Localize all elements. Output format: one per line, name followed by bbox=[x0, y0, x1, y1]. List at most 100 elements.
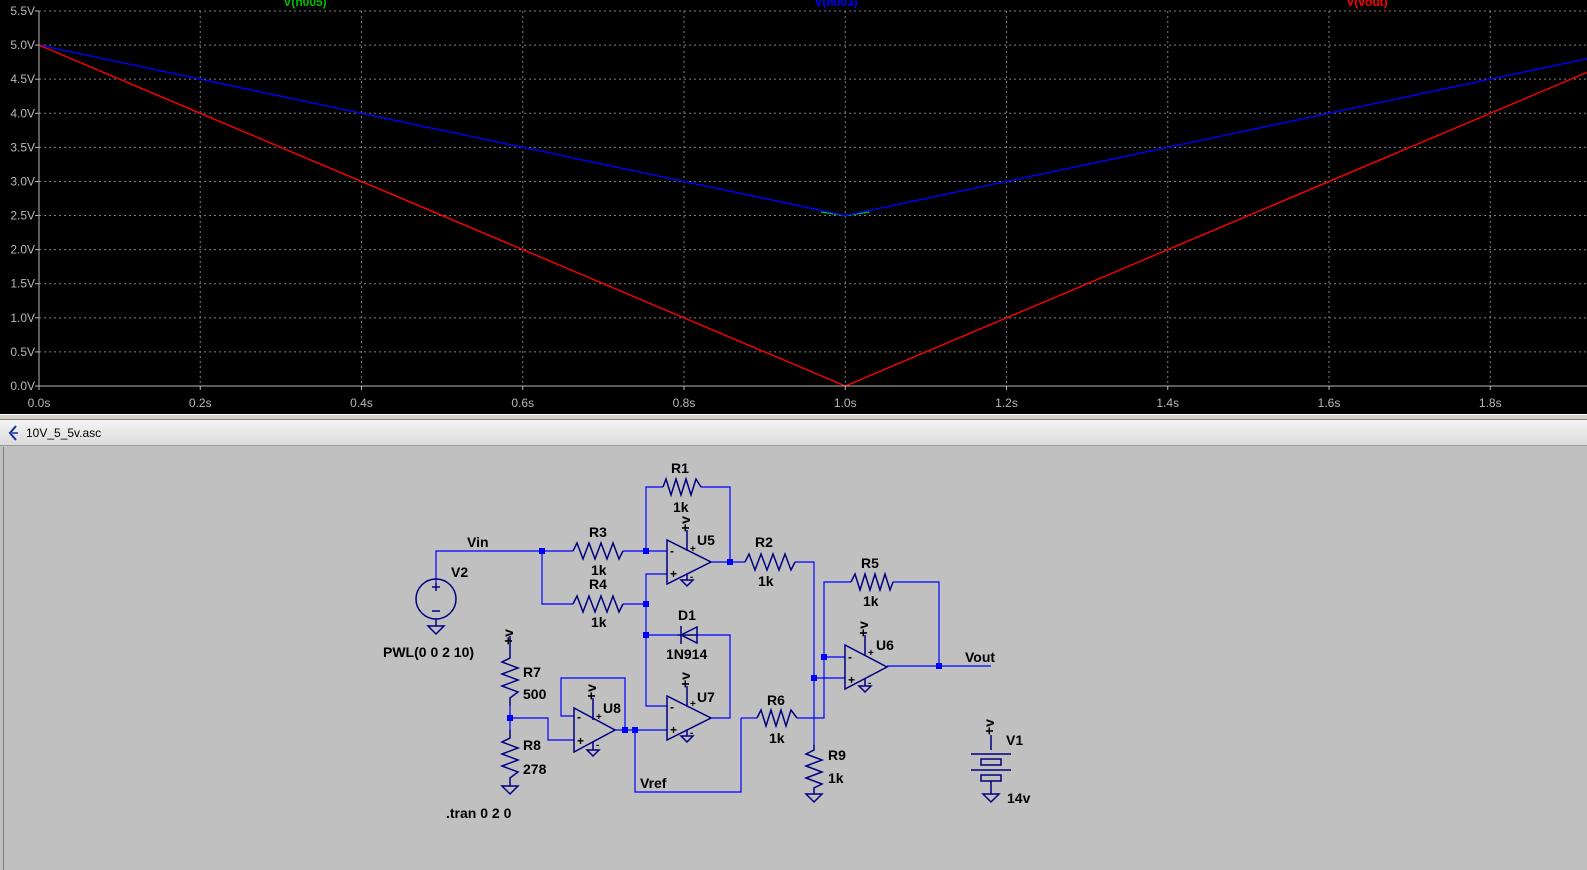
y-tick-label: 2.0V bbox=[10, 243, 35, 257]
label-r4: R4 bbox=[589, 576, 607, 592]
svg-text:+: + bbox=[690, 699, 696, 710]
ground-symbols bbox=[500, 785, 824, 804]
y-tick-label: 1.0V bbox=[10, 311, 35, 325]
label-r2: R2 bbox=[755, 534, 773, 550]
plot-ticks: 0.0V0.5V1.0V1.5V2.0V2.5V3.0V3.5V4.0V4.5V… bbox=[10, 4, 1587, 410]
trace-label-0[interactable]: V(n005) bbox=[283, 0, 326, 9]
resistor-r8 bbox=[499, 730, 521, 786]
svg-text:+: + bbox=[848, 673, 855, 687]
trace-vn003 bbox=[38, 44, 1587, 217]
resistor-symbols bbox=[499, 476, 894, 794]
junctions bbox=[507, 548, 942, 733]
y-tick-label: 2.5V bbox=[10, 209, 35, 223]
y-tick-label: 0.0V bbox=[10, 379, 35, 393]
value-r1: 1k bbox=[673, 499, 689, 515]
svg-text:-: - bbox=[577, 710, 581, 724]
supply-labels: +v +v +v +v +v +v bbox=[500, 516, 997, 735]
label-u6: U6 bbox=[876, 637, 894, 653]
opamp-pin-signs: - + + - - + + - - + + - - + + - bbox=[577, 544, 874, 751]
svg-text:+: + bbox=[690, 544, 696, 555]
svg-text:+: + bbox=[868, 648, 874, 659]
resistor-r5 bbox=[850, 571, 894, 593]
schematic-canvas[interactable]: - + + - - + + - - + + - - + + - bbox=[3, 447, 1587, 870]
x-tick-label: 0.4s bbox=[350, 396, 373, 410]
trace-labels: V(n005) V(n003) V(vout) bbox=[283, 0, 1387, 9]
value-d1: 1N914 bbox=[666, 646, 707, 662]
voltage-source-v2 bbox=[415, 578, 457, 636]
value-r8: 278 bbox=[523, 761, 547, 777]
value-v2: PWL(0 0 2 10) bbox=[383, 644, 474, 660]
value-r4: 1k bbox=[591, 614, 607, 630]
spice-directive[interactable]: .tran 0 2 0 bbox=[446, 805, 512, 821]
value-r9: 1k bbox=[828, 770, 844, 786]
value-r5: 1k bbox=[863, 593, 879, 609]
waveform-plot[interactable]: 0.0V0.5V1.0V1.5V2.0V2.5V3.0V3.5V4.0V4.5V… bbox=[0, 0, 1587, 414]
y-tick-label: 3.5V bbox=[10, 140, 35, 154]
svg-text:-: - bbox=[690, 572, 693, 583]
resistor-r6 bbox=[756, 707, 798, 729]
y-tick-label: 1.5V bbox=[10, 277, 35, 291]
label-u7: U7 bbox=[697, 689, 715, 705]
svg-text:+: + bbox=[577, 734, 584, 748]
net-label-vref[interactable]: Vref bbox=[640, 775, 667, 791]
schematic-drawing[interactable]: - + + - - + + - - + + - - + + - bbox=[4, 447, 1587, 870]
svg-text:+: + bbox=[596, 712, 602, 723]
battery-v1 bbox=[971, 735, 1011, 804]
label-v2: V2 bbox=[451, 564, 468, 580]
value-r7: 500 bbox=[523, 686, 547, 702]
x-tick-label: 0.8s bbox=[673, 396, 696, 410]
svg-text:-: - bbox=[868, 678, 871, 689]
svg-text:+: + bbox=[670, 723, 677, 737]
label-r3: R3 bbox=[589, 524, 607, 540]
value-r6: 1k bbox=[769, 730, 785, 746]
y-tick-label: 4.0V bbox=[10, 106, 35, 120]
x-tick-label: 0.2s bbox=[189, 396, 212, 410]
pane-splitter[interactable] bbox=[0, 414, 1587, 420]
x-tick-label: 1.0s bbox=[834, 396, 857, 410]
x-tick-label: 1.4s bbox=[1156, 396, 1179, 410]
opamp-u5 bbox=[666, 530, 713, 588]
plot-grid bbox=[38, 10, 1587, 387]
diode-d1 bbox=[677, 625, 698, 645]
trace-label-1[interactable]: V(n003) bbox=[814, 0, 857, 9]
label-r1: R1 bbox=[671, 460, 689, 476]
y-tick-label: 3.0V bbox=[10, 174, 35, 188]
svg-text:+v: +v bbox=[677, 672, 693, 688]
svg-text:-: - bbox=[596, 740, 599, 751]
resistor-r4 bbox=[572, 593, 624, 615]
svg-text:-: - bbox=[690, 728, 693, 739]
svg-text:+v: +v bbox=[855, 621, 871, 637]
opamp-symbols bbox=[573, 530, 889, 758]
x-tick-label: 1.2s bbox=[995, 396, 1018, 410]
svg-text:+v: +v bbox=[500, 629, 516, 645]
svg-text:+: + bbox=[670, 567, 677, 581]
resistor-r3 bbox=[572, 540, 624, 562]
svg-text:-: - bbox=[848, 650, 852, 664]
resistor-r1 bbox=[662, 476, 702, 498]
label-v1: V1 bbox=[1006, 732, 1023, 748]
y-tick-label: 5.0V bbox=[10, 38, 35, 52]
x-tick-label: 0.0s bbox=[28, 396, 51, 410]
opamp-u6 bbox=[844, 635, 889, 694]
value-v1: 14v bbox=[1007, 790, 1031, 806]
label-r9: R9 bbox=[828, 747, 846, 763]
net-label-vout[interactable]: Vout bbox=[965, 649, 995, 665]
schematic-window-titlebar[interactable]: 10V_5_5v.asc bbox=[0, 420, 1587, 446]
y-tick-label: 5.5V bbox=[10, 4, 35, 18]
label-r7: R7 bbox=[523, 664, 541, 680]
x-tick-label: 1.6s bbox=[1318, 396, 1341, 410]
label-d1: D1 bbox=[678, 607, 696, 623]
svg-text:-: - bbox=[670, 700, 674, 714]
net-label-vin[interactable]: Vin bbox=[467, 534, 489, 550]
label-u5: U5 bbox=[697, 532, 715, 548]
trace-label-2[interactable]: V(vout) bbox=[1346, 0, 1387, 9]
x-tick-label: 1.8s bbox=[1479, 396, 1502, 410]
resistor-r7 bbox=[499, 650, 521, 706]
svg-text:+v: +v bbox=[583, 684, 599, 700]
value-r2: 1k bbox=[758, 573, 774, 589]
opamp-u7 bbox=[666, 686, 713, 744]
label-u8: U8 bbox=[603, 700, 621, 716]
label-r6: R6 bbox=[767, 692, 785, 708]
svg-text:-: - bbox=[670, 544, 674, 558]
